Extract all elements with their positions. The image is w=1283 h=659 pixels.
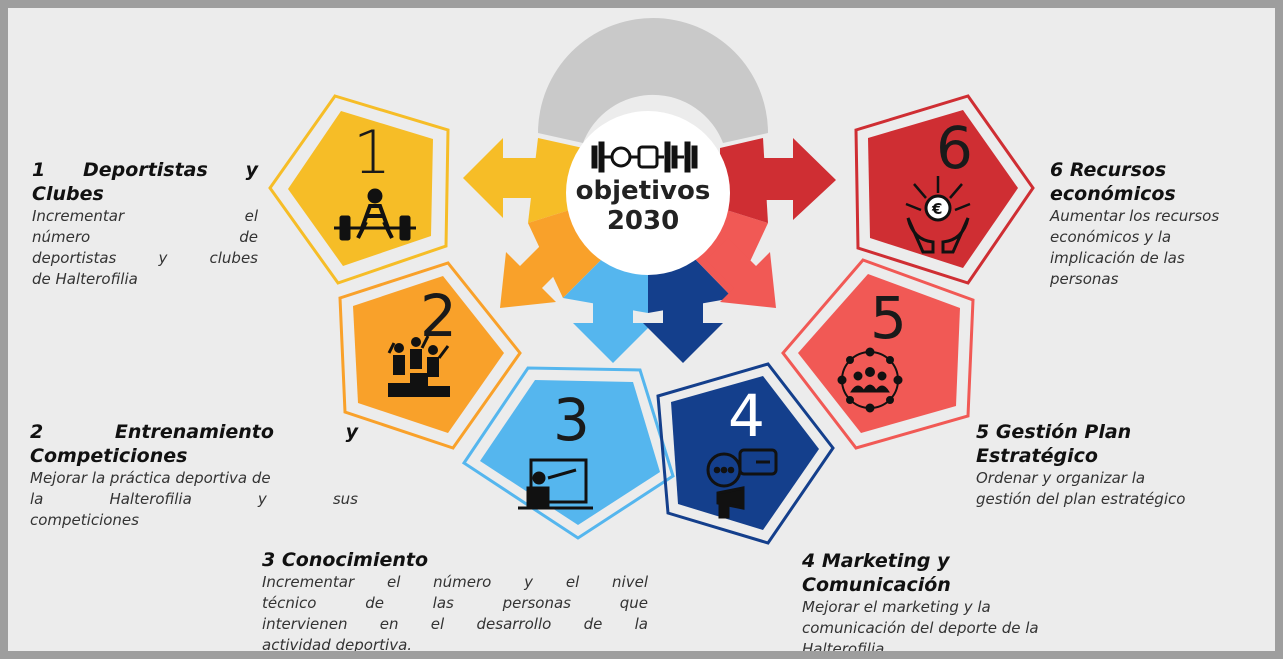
pentagon-3 (461, 366, 675, 540)
podium-icon (387, 335, 450, 397)
svg-text:€: € (931, 200, 942, 218)
objective-4-desc-line-1: Mejorar el marketing y la (802, 598, 991, 616)
objective-1-desc-line-4: de Halterofilia (32, 270, 138, 288)
objective-5-text: 5 Gestión Plan Estratégico Ordenar y org… (976, 420, 1266, 510)
objective-2-desc-line-3: competiciones (30, 511, 139, 529)
objective-6-title-line-2: económicos (1050, 183, 1176, 205)
pentagon-4 (656, 362, 835, 545)
objective-4-desc-line-3: Halterofilia (802, 640, 885, 658)
chat-megaphone-icon (706, 448, 778, 519)
arrow-1-yellow (463, 138, 583, 223)
objective-6-desc-line-1: Aumentar los recursos (1050, 207, 1220, 225)
objective-3-text: 3 Conocimiento Incrementar el número y e… (262, 548, 648, 654)
federation-logo (591, 141, 698, 173)
objective-4-desc-line-2: comunicación del deporte de la (802, 619, 1039, 637)
objective-3-title-line-1: 3 Conocimiento (262, 549, 429, 571)
arrow-6-red-dark (720, 138, 836, 223)
objective-1-desc-line-1: Incrementar el (32, 207, 258, 225)
objectives-diagram: 1 2 3 4 5 6 (268, 18, 1035, 545)
objective-6-desc-line-2: económicos y la (1050, 228, 1172, 246)
objective-6-title-line-1: 6 Recursos (1050, 159, 1167, 181)
objective-6-text: 6 Recursos económicos Aumentar los recur… (1050, 158, 1275, 290)
objective-1-title-line-1: 1 Deportistas y (32, 159, 258, 181)
objective-5-title-line-1: 5 Gestión Plan (976, 421, 1132, 443)
objective-1-desc-line-2: número de (32, 228, 258, 246)
pentagon-6 (854, 94, 1035, 285)
objective-3-desc-line-2: técnico de las personas que (262, 594, 648, 612)
objective-1-desc-line-3: deportistas y clubes (32, 249, 258, 267)
pentagon-number-4: 4 (728, 382, 765, 450)
objective-3-desc-line-3: intervienen en el desarrollo de la (262, 615, 648, 633)
objective-4-text: 4 Marketing y Comunicación Mejorar el ma… (802, 549, 1132, 658)
objective-4-title-line-2: Comunicación (802, 574, 951, 596)
objective-5-title-line-2: Estratégico (976, 445, 1098, 467)
pentagon-number-3: 3 (553, 386, 590, 454)
objective-3-desc-line-4: actividad deportiva. (262, 636, 413, 654)
center-label: objetivos 2030 (568, 176, 718, 236)
objective-1-text: 1 Deportistas y Clubes Incrementar el nú… (32, 158, 258, 290)
objective-5-desc-line-1: Ordenar y organizar la (976, 469, 1146, 487)
ring-top-arc (538, 18, 768, 143)
objective-2-title-line-1: 2 Entrenamiento y (30, 421, 358, 443)
objective-2-desc-line-2: la Halterofilia y sus (30, 490, 358, 508)
center-title: objetivos (575, 176, 711, 206)
objective-5-desc-line-2: gestión del plan estratégico (976, 490, 1186, 508)
objective-4-title-line-1: 4 Marketing y (802, 550, 950, 572)
objective-6-desc-line-4: personas (1050, 270, 1119, 288)
objective-6-desc-line-3: implicación de las (1050, 249, 1185, 267)
objective-2-title-line-2: Competiciones (30, 445, 188, 467)
center-year: 2030 (606, 206, 680, 236)
pentagon-number-6: 6 (936, 114, 973, 182)
objective-1-title-line-2: Clubes (32, 183, 104, 205)
euro-hands-icon: € (905, 176, 971, 254)
weightlifter-icon (334, 188, 416, 241)
people-network-icon (837, 347, 903, 413)
teacher-board-icon (518, 458, 593, 510)
objective-3-desc-line-1: Incrementar el número y el nivel (262, 573, 648, 591)
pentagon-number-5: 5 (870, 284, 907, 352)
pentagon-number-1: 1 (353, 118, 391, 188)
objective-2-desc-line-1: Mejorar la práctica deportiva de (30, 469, 271, 487)
objective-2-text: 2 Entrenamiento y Competiciones Mejorar … (30, 420, 358, 531)
